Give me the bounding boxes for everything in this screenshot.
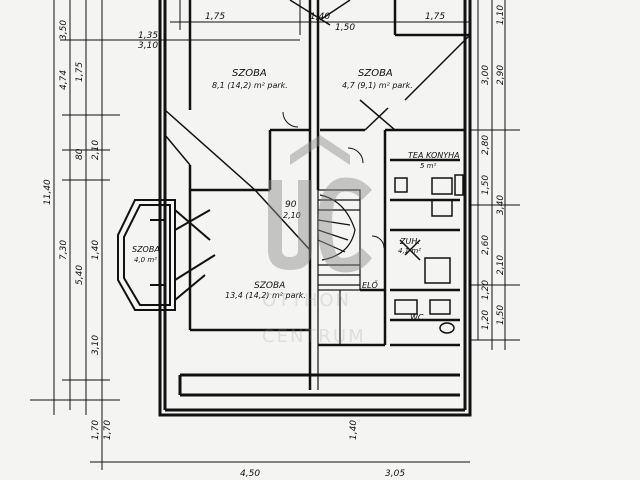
dim-right-5: 3,40 [496, 195, 506, 215]
room-area-szoba-left: 8,1 (14,2) m² park. [212, 81, 288, 90]
watermark-line2: CENTRUM [262, 326, 366, 347]
dim-right-8: 1,20 [481, 280, 491, 300]
dim-top-2: 3,10 [138, 41, 158, 51]
room-labels: SZOBA 8,1 (14,2) m² park. SZOBA 4,7 (9,1… [132, 68, 460, 322]
top-dimension-labels: 1,75 1,35 3,10 1,40 1,50 1,75 [138, 12, 445, 51]
room-name-bay: SZOBA [132, 245, 160, 254]
room-name-szoba-center: SZOBA [254, 281, 285, 291]
dim-left-5: 5,40 [75, 265, 85, 285]
bay-window [117, 199, 216, 311]
room-area-bay: 4,0 m² [134, 256, 157, 264]
room-area-tea-konyha: 5 m² [420, 162, 436, 170]
dim-top-5: 1,75 [425, 12, 445, 22]
stair-label: 90 [285, 200, 297, 210]
fixtures [394, 174, 464, 334]
dim-left-3: 80 [75, 148, 85, 160]
room-name-szoba-right: SZOBA [358, 68, 393, 79]
dim-right-7: 2,10 [496, 255, 506, 275]
dim-top-1: 1,35 [138, 31, 158, 41]
watermark-line1: OTTHON [262, 290, 351, 311]
dim-left-0: 3,50 [59, 20, 69, 40]
dim-left-8: 3,10 [91, 335, 101, 355]
logo-letter-u [268, 180, 312, 270]
dim-left-2: 1,75 [75, 62, 85, 82]
room-area-szoba-center: 13,4 (14,2) m² park. [225, 291, 306, 300]
room-name-szoba-left: SZOBA [232, 68, 267, 79]
room-area-szoba-right: 4,7 (9,1) m² park. [342, 81, 413, 90]
dim-right-10: 1,50 [496, 305, 506, 325]
room-area-zuh: 4,1 m² [398, 247, 421, 255]
staircase [317, 189, 361, 390]
room-name-wc: WC [410, 313, 424, 322]
bottom-dimension-labels: 4,50 3,05 1,70 1,40 [90, 420, 470, 479]
dim-top-4: 1,50 [335, 23, 355, 33]
dim-right-2: 2,90 [496, 65, 506, 85]
dim-top-0: 1,75 [205, 12, 225, 22]
dim-left-4: 2,10 [91, 140, 101, 160]
room-name-eloter: ELŐ [362, 280, 379, 290]
right-dimension-lines [470, 0, 520, 350]
dim-right-9: 1,20 [481, 310, 491, 330]
dim-bottom-0: 4,50 [240, 469, 260, 479]
dim-right-0: 1,10 [496, 5, 506, 25]
dim-left-1: 4,74 [59, 70, 69, 90]
room-name-zuh: ZUH. [399, 237, 420, 246]
logo-letter-c [318, 177, 372, 273]
house-roof-icon [290, 135, 350, 165]
roof-slope-lines [164, 0, 471, 251]
stair-sublabel: 2,10 [283, 211, 301, 220]
dim-bottom-1: 3,05 [385, 469, 405, 479]
left-dimension-labels: 3,50 4,74 1,75 80 2,10 5,40 1,40 7,30 3,… [43, 20, 101, 440]
left-dimension-lines [30, 0, 160, 470]
dim-bottom-2: 1,70 [103, 420, 113, 440]
watermark: OTTHON CENTRUM [262, 135, 372, 347]
dim-right-1: 3,00 [481, 65, 491, 85]
dim-top-3: 1,40 [310, 12, 330, 22]
dim-left-10: 11,40 [43, 179, 53, 205]
dim-left-9: 1,70 [91, 420, 101, 440]
dim-bottom-3: 1,40 [349, 420, 359, 440]
room-name-tea-konyha: TEA KONYHA [408, 151, 460, 160]
dim-right-6: 2,60 [481, 235, 491, 255]
door-swings [282, 111, 385, 249]
dim-left-7: 7,30 [59, 240, 69, 260]
dim-left-6: 1,40 [91, 240, 101, 260]
dim-right-3: 2,80 [481, 135, 491, 155]
right-dimension-labels: 1,10 3,00 2,90 2,80 1,50 3,40 2,60 2,10 … [481, 5, 506, 330]
dim-right-4: 1,50 [481, 175, 491, 195]
inner-walls [188, 0, 470, 390]
